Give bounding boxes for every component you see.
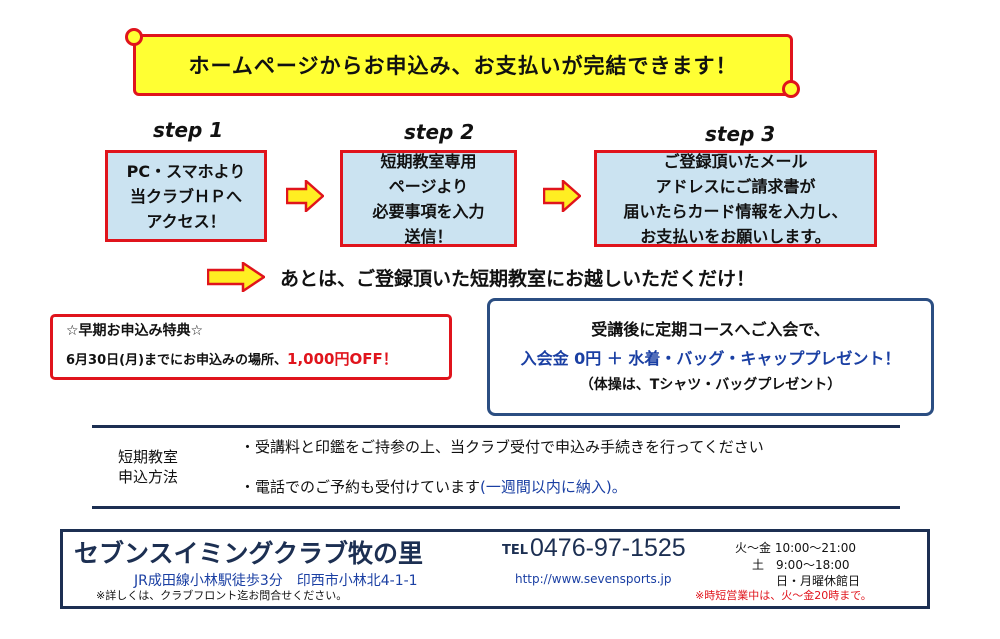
- step2-line: 必要事項を入力: [372, 201, 485, 221]
- step3-line: ご登録頂いたメール: [663, 151, 808, 171]
- step3-label: step 3: [705, 122, 776, 146]
- enroll-box: [487, 298, 934, 416]
- short-hours-note: ※時短営業中は、火～金20時まで。: [695, 589, 872, 602]
- step3-line: 届いたらカード情報を入力し、: [623, 201, 848, 221]
- step2-line: 送信！: [404, 226, 453, 246]
- headline-banner: [133, 34, 793, 96]
- step1-line: PC・スマホより: [126, 161, 246, 181]
- step1-label: step 1: [153, 118, 224, 142]
- step2-line: 短期教室専用: [380, 151, 477, 171]
- step2-line: ページより: [388, 176, 469, 196]
- early-bird-text: 6月30日(月)までにお申込みの場所、: [66, 353, 288, 368]
- tel-number: 0476-97-1525: [530, 534, 686, 562]
- step3-line: お支払いをお願いします。: [640, 226, 831, 246]
- final-message: あとは、ご登録頂いた短期教室にお越しいただくだけ！: [280, 268, 756, 290]
- method-label: 短期教室 申込方法: [108, 447, 188, 487]
- arrow-right-icon: [207, 262, 265, 292]
- method-label-line: 申込方法: [117, 468, 178, 486]
- website-link[interactable]: http://www.sevensports.jp: [515, 572, 672, 586]
- step3-line: アドレスにご請求書が: [655, 176, 816, 196]
- enroll-line3: （体操は、Tシャツ・バッグプレゼント）: [579, 377, 842, 393]
- early-bird-body: 6月30日(月)までにお申込みの場所、1,000円OFF！: [66, 348, 398, 369]
- early-bird-box: [50, 314, 452, 380]
- step1-line: 当クラブＨＰへ: [129, 186, 242, 206]
- divider-bottom: [92, 506, 900, 509]
- early-bird-discount: 1,000円OFF！: [287, 350, 398, 368]
- early-bird-title: ☆早期お申込み特典☆: [66, 323, 204, 339]
- method-item-1: ・受講料と印鑑をご持参の上、当クラブ受付で申込み手続きを行ってください: [240, 438, 764, 456]
- banner-curl-right: [782, 80, 800, 98]
- step1-card: PC・スマホより 当クラブＨＰへ アクセス！: [105, 150, 267, 242]
- hours-weekday: 火～金 10:00～21:00: [735, 541, 856, 555]
- arrow-right-icon: [543, 180, 581, 212]
- method-item-2-text: ・電話でのご予約も受付けています: [240, 478, 481, 496]
- closed-days: 日・月曜休館日: [776, 574, 861, 588]
- divider-top: [92, 425, 900, 428]
- tel-label: TEL: [502, 543, 529, 558]
- method-item-2-note: (一週間以内に納入)。: [480, 478, 627, 496]
- banner-curl-left: [125, 28, 143, 46]
- hours-saturday: 土 9:00～18:00: [752, 558, 850, 572]
- step2-card: 短期教室専用 ページより 必要事項を入力 送信！: [340, 150, 517, 247]
- step2-label: step 2: [404, 120, 475, 144]
- enroll-line2: 入会金 0円 ＋ 水着・バッグ・キャッププレゼント！: [520, 349, 901, 368]
- footer-note: ※詳しくは、クラブフロント迄お問合せください。: [96, 589, 348, 602]
- step3-card: ご登録頂いたメール アドレスにご請求書が 届いたらカード情報を入力し、 お支払い…: [594, 150, 877, 247]
- access-info: JR成田線小林駅徒歩3分 印西市小林北4-1-1: [134, 573, 418, 589]
- method-label-line: 短期教室: [117, 448, 178, 466]
- club-name: セブンスイミングクラブ牧の里: [74, 539, 424, 568]
- enroll-line1: 受講後に定期コースへご入会で、: [591, 320, 830, 339]
- arrow-right-icon: [286, 180, 324, 212]
- footer-box: [60, 529, 930, 609]
- headline-text: ホームページからお申込み、お支払いが完結できます！: [188, 54, 738, 78]
- step1-line: アクセス！: [146, 211, 226, 231]
- method-item-2: ・電話でのご予約も受付けています(一週間以内に納入)。: [240, 476, 627, 497]
